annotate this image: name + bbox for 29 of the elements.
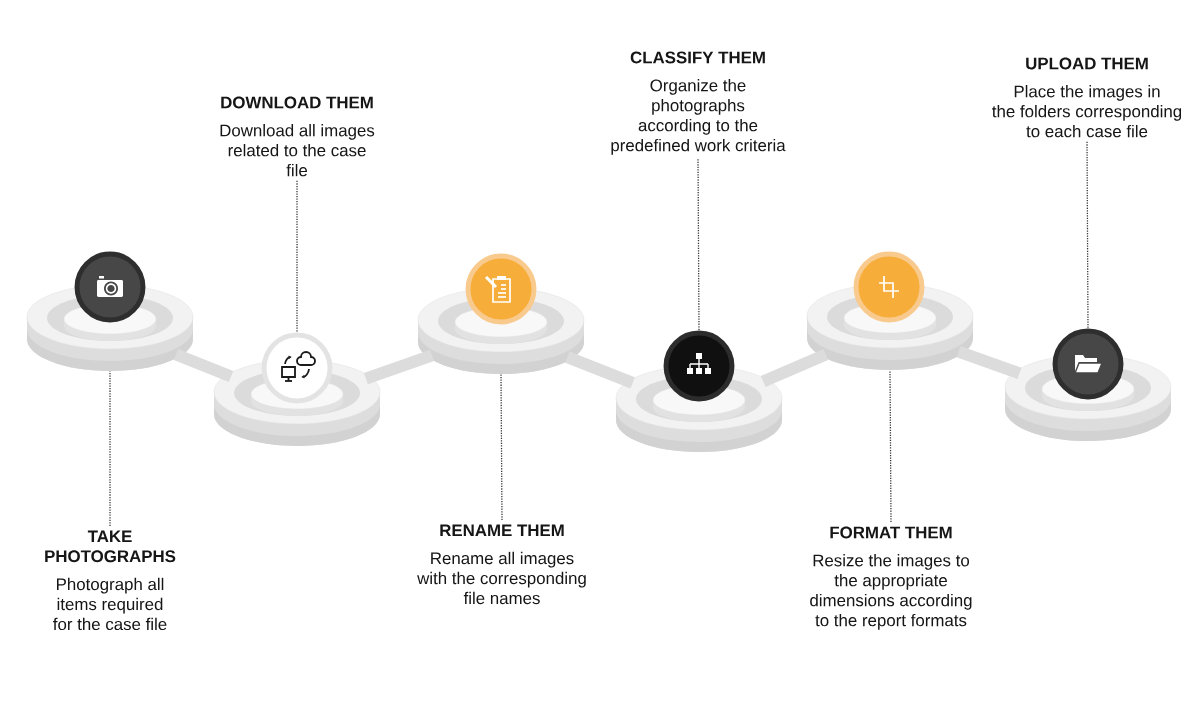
step-description: Rename all images with the corresponding file names (417, 551, 586, 605)
crop-icon (853, 251, 925, 323)
computer-cloud-icon (261, 332, 333, 404)
leader-line (1086, 141, 1089, 330)
leader-line (109, 370, 111, 527)
leader-line (889, 369, 892, 523)
step-heading: UPLOAD THEM (1026, 57, 1148, 70)
connector-bar (565, 351, 635, 389)
step-heading: CLASSIFY THEM (630, 51, 765, 64)
leader-line (500, 373, 503, 521)
org-chart-icon (663, 330, 735, 402)
leader-line (697, 158, 700, 332)
clipboard-icon (465, 253, 537, 325)
connector-bar (956, 345, 1022, 380)
step-description: Organize the photographs according to the predefined work criteria (611, 79, 786, 155)
step-heading: RENAME THEM (440, 524, 564, 537)
step-heading: FORMAT THEM (830, 526, 952, 539)
connector-bar (173, 348, 234, 383)
step-description: Download all images related to the case file (220, 124, 375, 177)
step-heading: DOWNLOAD THEM (221, 96, 373, 109)
folder-icon (1052, 328, 1124, 400)
connector-bar (363, 349, 435, 385)
step-description: Photograph all items required for the case file (53, 577, 167, 631)
leader-line (296, 180, 298, 334)
camera-icon (74, 251, 146, 323)
step-description: Place the images in the folders corresponding to each case file (992, 85, 1182, 138)
step-heading: TAKE PHOTOGRAPHS (45, 530, 176, 563)
connector-bar (760, 349, 829, 387)
step-description: Resize the images to the appropriate dimensions according to the report formats (810, 554, 972, 630)
